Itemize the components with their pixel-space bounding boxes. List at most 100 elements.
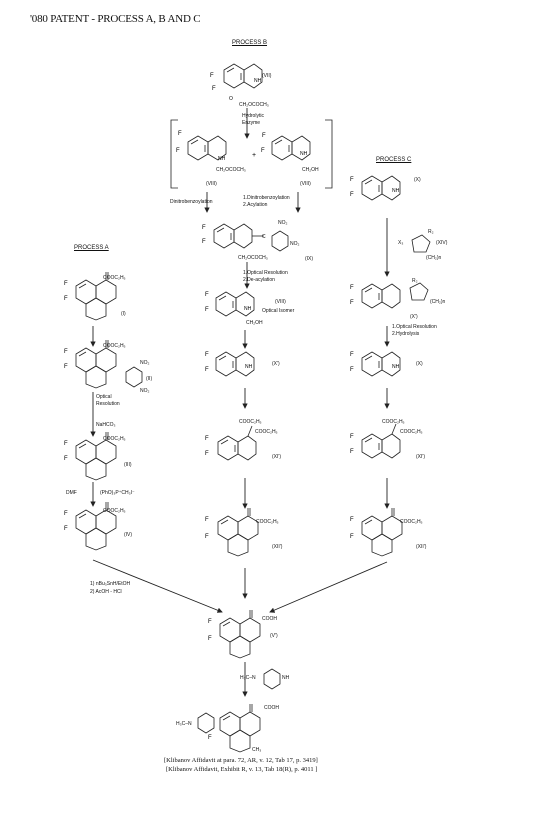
svg-text:F: F <box>350 352 354 358</box>
xi-c-sub-2: COOC₂H₅ <box>400 429 423 435</box>
svg-text:NH: NH <box>392 188 400 194</box>
svg-text:F: F <box>178 131 182 137</box>
xv-r: R₂ <box>412 278 418 284</box>
dinitro-right-1: 1.Dinitrobenzoylation <box>243 195 290 201</box>
compound-v-structure <box>219 609 261 659</box>
svg-text:F: F <box>350 192 354 198</box>
xi-b-sub-1: COOC₂H₅ <box>239 419 262 425</box>
optical-resolution-b-1: 1.Optical Resolution <box>243 270 288 276</box>
svg-text:NH: NH <box>300 151 308 157</box>
product-n: H₃C–N <box>176 721 192 727</box>
viii-b-substituent: CH₂OH <box>302 167 319 173</box>
svg-text:F: F <box>208 636 212 642</box>
svg-text:NH: NH <box>244 306 252 312</box>
svg-text:F: F <box>205 534 209 540</box>
svg-text:F: F <box>64 281 68 287</box>
svg-text:NH: NH <box>392 364 400 370</box>
i-substituent: COOC₂H₅ <box>103 275 126 281</box>
svg-text:F: F <box>176 148 180 154</box>
viii-c-substituent: CH₂OH <box>246 320 263 326</box>
svg-text:F: F <box>208 619 212 625</box>
methylpiperazine-nh: NH <box>282 675 290 681</box>
iii-label: (III) <box>124 462 132 468</box>
optical-a-2: Resolution <box>96 401 120 407</box>
optical-c-1: 1.Optical Resolution <box>392 324 437 330</box>
x-prime-label: (X') <box>272 361 280 367</box>
svg-text:F: F <box>350 449 354 455</box>
svg-text:F: F <box>64 364 68 370</box>
xi-c-sub-1: COOC₂H₅ <box>382 419 405 425</box>
svg-text:F: F <box>64 296 68 302</box>
svg-text:C: C <box>262 234 266 240</box>
svg-text:F: F <box>350 367 354 373</box>
citation-line-1: [Klibanov Affidavit at para. 72, AR, v. … <box>164 757 318 764</box>
svg-text:F: F <box>350 434 354 440</box>
viii-c-label: (VIII) <box>275 299 286 305</box>
ii-no2-a: NO₂ <box>140 360 150 366</box>
svg-text:F: F <box>212 86 216 92</box>
x-label: (X) <box>414 177 421 183</box>
svg-text:F: F <box>261 148 265 154</box>
hydrolytic-label: Hydrolytic <box>242 113 264 119</box>
svg-text:F: F <box>350 285 354 291</box>
svg-text:F: F <box>64 441 68 447</box>
iv-substituent: COOC₂H₅ <box>103 508 126 514</box>
svg-text:F: F <box>64 511 68 517</box>
product-ch3: CH₃ <box>252 747 262 753</box>
iii-substituent: COOC₂H₅ <box>103 436 126 442</box>
xi-c-label: (XI') <box>416 454 426 460</box>
svg-text:F: F <box>64 456 68 462</box>
svg-text:F: F <box>350 177 354 183</box>
optical-resolution-b-2: 2.De-acylation <box>243 277 275 283</box>
xii-c-label: (XII') <box>416 544 427 550</box>
nahco3-label: NaHCO₃ <box>96 422 116 428</box>
svg-text:F: F <box>205 307 209 313</box>
ix-substituent: CH₂OCOCH₃ <box>238 255 268 261</box>
iv-label: (IV) <box>124 532 133 538</box>
svg-text:F: F <box>350 534 354 540</box>
xi-b-sub-2: COOC₂H₅ <box>255 429 278 435</box>
optical-c-2: 2.Hydrolysis <box>392 331 420 337</box>
svg-text:F: F <box>205 436 209 442</box>
process-a-header: PROCESS A <box>74 245 109 251</box>
process-b-header: PROCESS B <box>232 40 268 46</box>
svg-text:NH: NH <box>245 364 253 370</box>
dmf-label: DMF <box>66 490 77 496</box>
svg-text:F: F <box>205 352 209 358</box>
xii-c-sub: COOC₂H₅ <box>400 519 423 525</box>
svg-text:F: F <box>205 451 209 457</box>
phosphite-reagent: (PhO)₃P⁺CH₃I⁻ <box>100 490 135 496</box>
compound-viii-c-structure <box>215 291 255 317</box>
dinitro-right-2: 2.Acylation <box>243 202 268 208</box>
compound-xii-c-structure <box>361 507 403 557</box>
viii-a-substituent: CH₂OCOCH₃ <box>216 167 246 173</box>
xiv-label: (XIV) <box>436 240 448 246</box>
svg-text:F: F <box>350 517 354 523</box>
svg-text:F: F <box>208 735 212 741</box>
xii-b-label: (XII') <box>272 544 283 550</box>
compound-xii-b-structure <box>217 507 259 557</box>
xiv-x: X₃ <box>398 240 404 246</box>
process-c-header: PROCESS C <box>376 157 412 163</box>
svg-text:+: + <box>252 152 256 159</box>
xi-b-label: (XI') <box>272 454 282 460</box>
xv-ring: (CH₂)n <box>430 299 446 305</box>
page-title: '080 PATENT - PROCESS A, B AND C <box>30 13 201 25</box>
svg-text:F: F <box>205 367 209 373</box>
compound-ix-structure <box>213 223 253 249</box>
ix-no2-top: NO₂ <box>278 220 288 226</box>
svg-text:F: F <box>350 300 354 306</box>
svg-text:F: F <box>64 526 68 532</box>
methylpiperazine-n: H₃C–N <box>240 675 256 681</box>
viii-a-label: (VIII) <box>206 181 217 187</box>
vii-substituent: CH₂OCOCH₃ <box>239 102 269 108</box>
svg-text:F: F <box>202 239 206 245</box>
svg-text:F: F <box>202 225 206 231</box>
ix-no2-bottom: NO₂ <box>290 241 300 247</box>
xiv-r: R₂ <box>428 229 434 235</box>
dinitro-left-label: Dinitrobenzoylation <box>170 199 213 205</box>
svg-text:O: O <box>229 96 233 102</box>
svg-text:F: F <box>262 133 266 139</box>
ii-no2-b: NO₂ <box>140 388 150 394</box>
